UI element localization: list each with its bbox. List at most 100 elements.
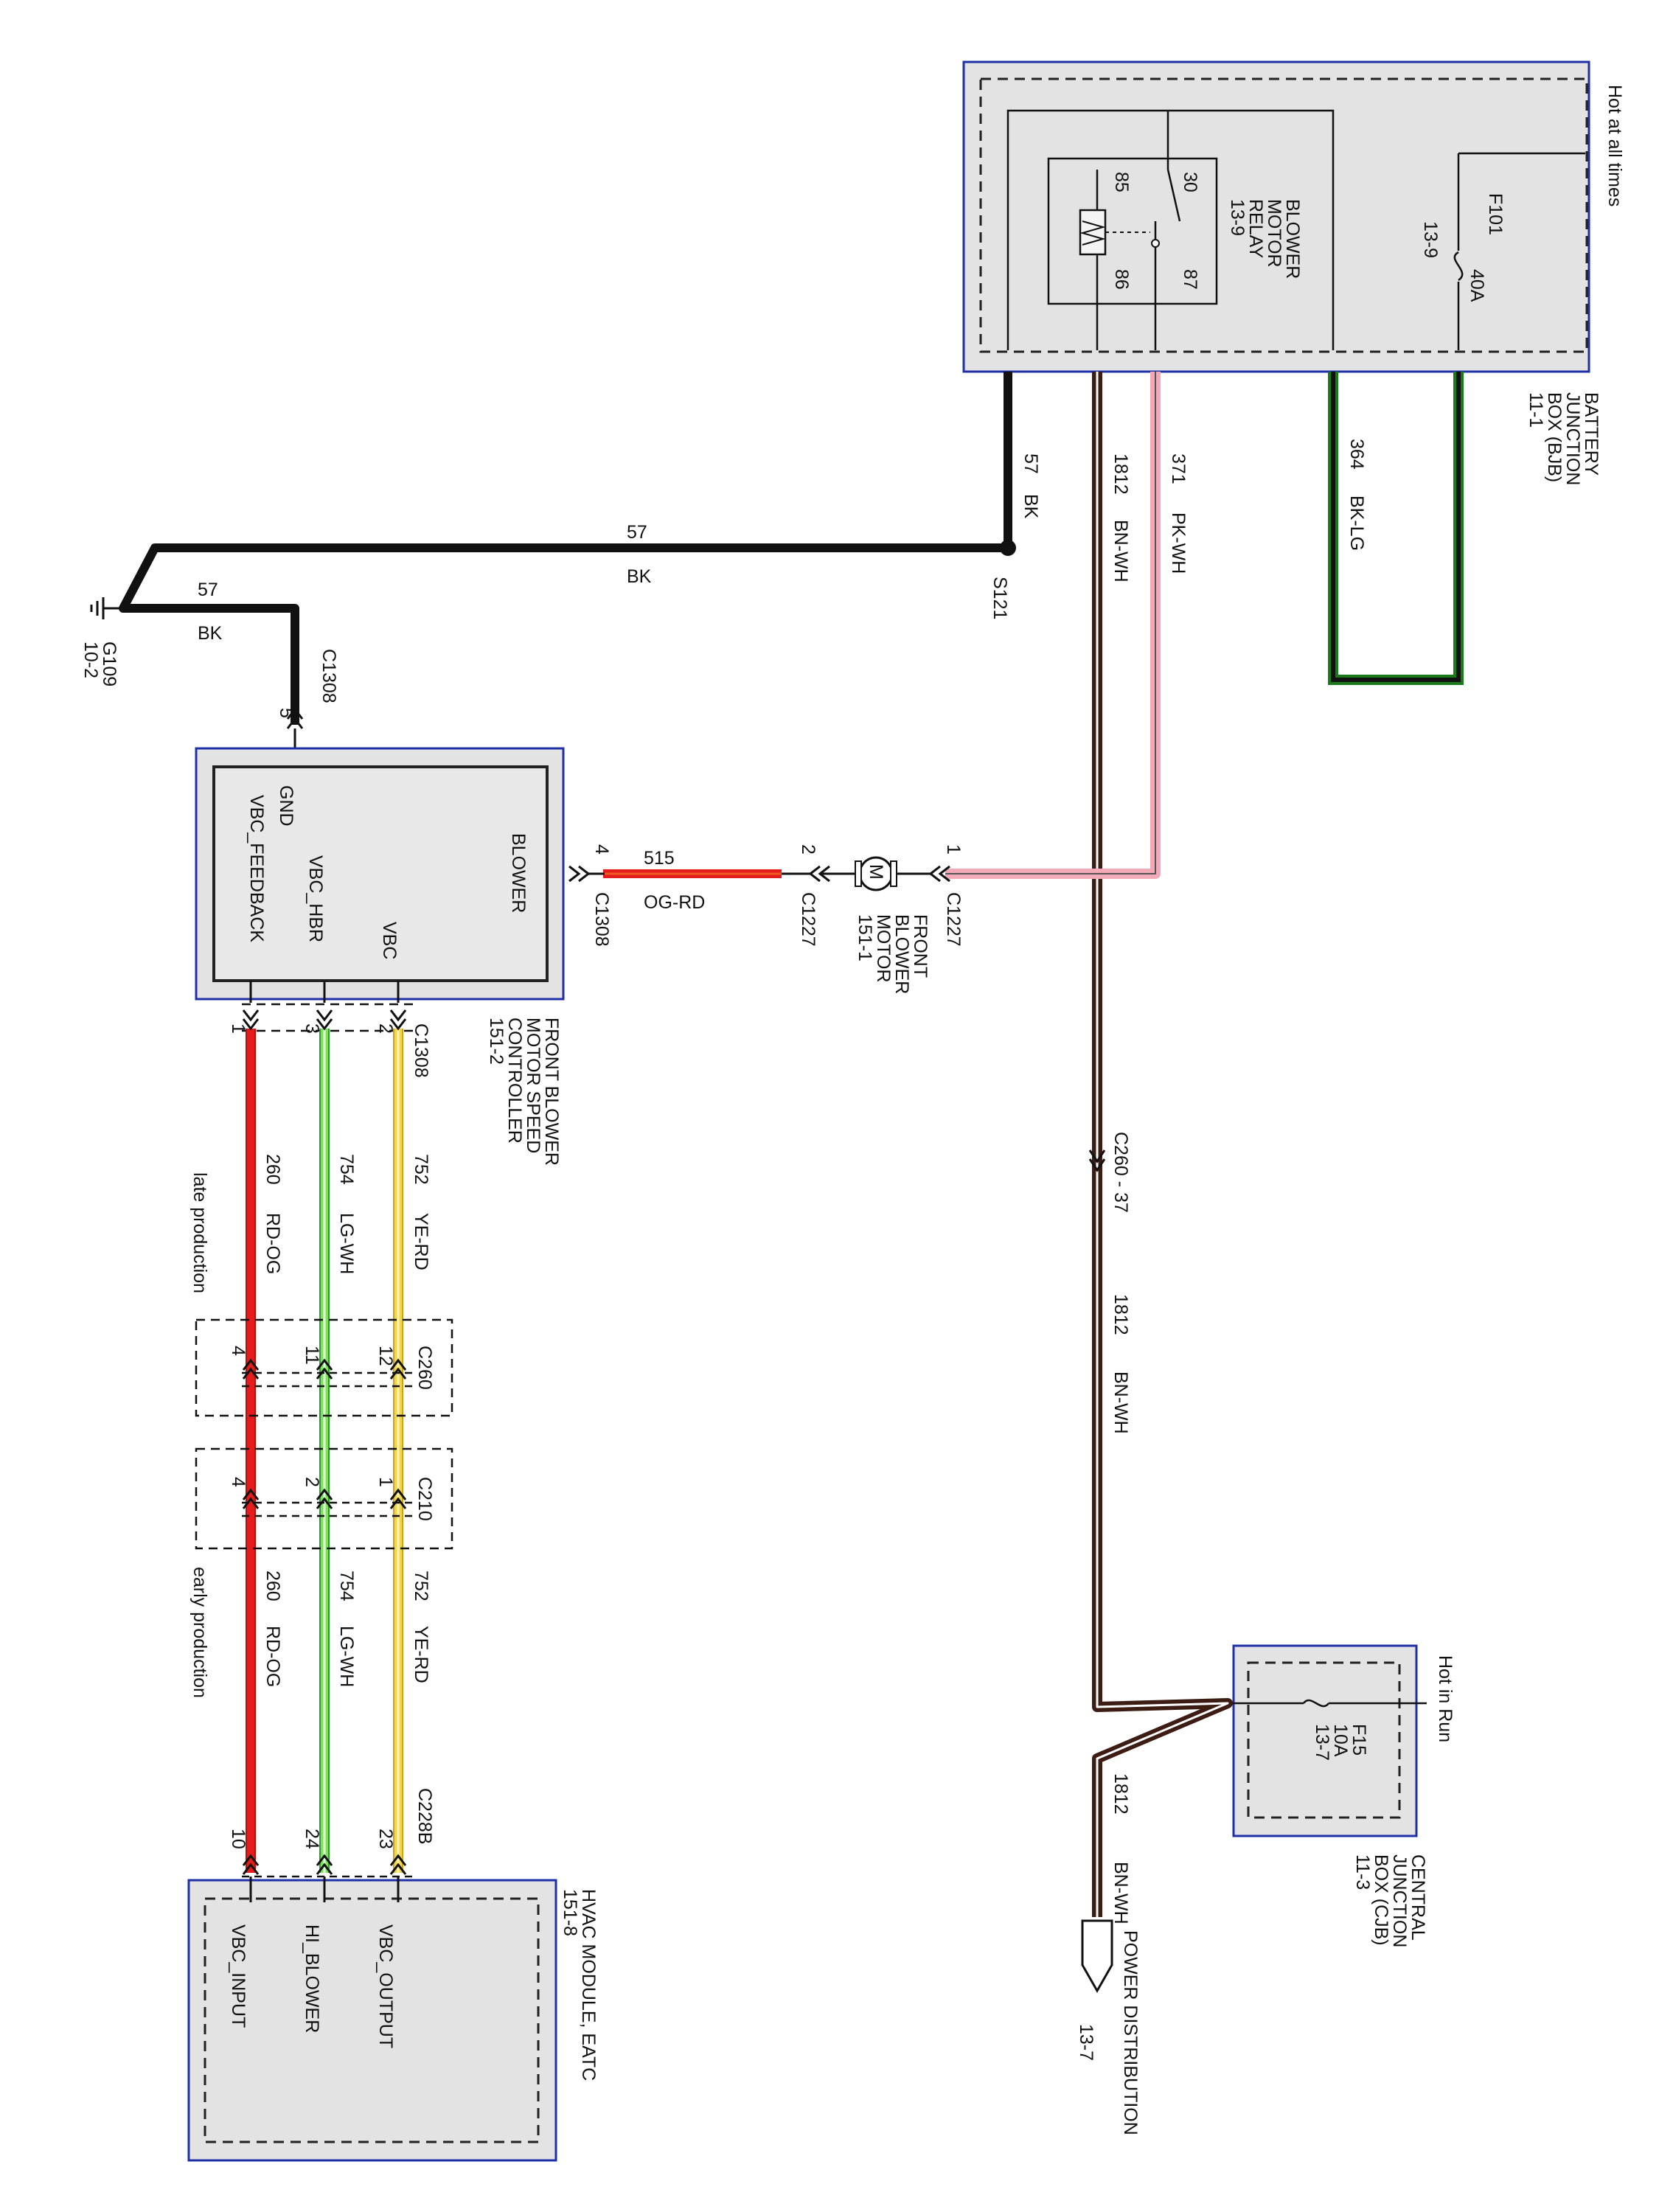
- wire-371: 371 PK-WH: [945, 372, 1189, 879]
- motor-title-3: MOTOR: [873, 914, 894, 983]
- wire-371-num: 371: [1168, 453, 1189, 484]
- connector-c260-pin11-icon: [316, 1358, 333, 1371]
- note-early-production: early production: [189, 1567, 210, 1698]
- wire-754-num-a: 754: [336, 1154, 357, 1185]
- c1227-pin-2: 2: [798, 844, 818, 855]
- wire-1812-num-b: 1812: [1110, 1294, 1131, 1335]
- wire-1812-color-a: BN-WH: [1110, 520, 1131, 582]
- wire-754-num-b: 754: [336, 1571, 357, 1601]
- connector-c260-pin12-icon: [389, 1358, 407, 1371]
- wire-57: 57 BK 57 BK 57 BK: [119, 372, 1041, 725]
- splice-s121-icon: [1000, 540, 1016, 556]
- fuse-f15-ref: 13-7: [1312, 1724, 1332, 1761]
- front-blower-motor: M FRONT BLOWER MOTOR 151-1: [855, 856, 931, 994]
- hvac-title-2: 151-8: [560, 1889, 580, 1936]
- controller-title-4: 151-2: [486, 1018, 507, 1065]
- ground-g109-ref: 10-2: [80, 641, 101, 678]
- fuse-f101-rating: 40A: [1467, 269, 1487, 302]
- c1308-label-a: C1308: [591, 892, 612, 947]
- ground-g109: G109 10-2: [80, 597, 123, 686]
- connector-c210-pin1-icon: [389, 1488, 407, 1500]
- wire-57-color-b: BK: [627, 566, 652, 587]
- bjb-title-1: BATTERY: [1581, 392, 1601, 476]
- connector-c260-pin4-icon: [242, 1358, 260, 1371]
- connector-c228b-pin23-icon: [389, 1854, 407, 1866]
- connector-c210: 4 2 1 C210: [195, 1447, 453, 1550]
- wire-754-color-a: LG-WH: [336, 1213, 357, 1274]
- wire-1812: 1812 BN-WH 1812 BN-WH 1812 BN-WH: [1092, 372, 1233, 1924]
- connector-c260-37-label: C260 - 37: [1110, 1132, 1131, 1213]
- fuse-f15-id: F15: [1349, 1724, 1369, 1756]
- c1308-pin-5: 5: [276, 708, 296, 718]
- bjb-title-2: JUNCTION: [1562, 392, 1583, 485]
- c210-pin-2: 2: [302, 1477, 322, 1487]
- c1227-pin-1: 1: [943, 844, 964, 855]
- cjb-title-3: BOX (CJB): [1371, 1854, 1391, 1946]
- wire-515-num: 515: [644, 848, 675, 869]
- connector-c228b-pin10-icon: [242, 1854, 260, 1866]
- wire-371-color: PK-WH: [1168, 512, 1189, 574]
- c1308-label-c: C1308: [411, 1023, 431, 1078]
- c1308-pin-3: 3: [302, 1023, 322, 1034]
- relay-pin-30: 30: [1180, 172, 1200, 192]
- wire-57-num-c: 57: [198, 580, 218, 600]
- controller-title-1: FRONT BLOWER: [541, 1018, 562, 1166]
- controller-pin-vbc: VBC: [379, 922, 400, 959]
- cjb-title-2: JUNCTION: [1389, 1854, 1410, 1947]
- c1308-pin-2: 2: [375, 1023, 396, 1034]
- c260-label: C260: [414, 1346, 435, 1390]
- fuse-f15-icon: [1302, 1699, 1330, 1708]
- wire-752-color-b: YE-RD: [411, 1626, 431, 1683]
- wire-752-num-b: 752: [411, 1571, 431, 1601]
- ground-g109-id: G109: [99, 641, 119, 686]
- c210-pin-1: 1: [375, 1477, 396, 1487]
- relay-title-3: RELAY: [1245, 199, 1266, 258]
- connector-c228b-pin24-icon: [316, 1854, 333, 1866]
- fuse-f101-ref: 13-9: [1420, 221, 1441, 258]
- battery-junction-box: Hot at all times BLOWER MOTOR RELAY 13-9…: [962, 60, 1625, 485]
- central-junction-box: Hot in Run F15 10A 13-7 CENTRAL JUNCTION…: [1228, 1644, 1455, 1947]
- wire-260-num-b: 260: [262, 1571, 283, 1601]
- c1227-label-a: C1227: [943, 892, 964, 947]
- bjb-title-4: 11-1: [1526, 392, 1546, 428]
- cjb-title-4: 11-3: [1352, 1854, 1373, 1890]
- c210-label: C210: [414, 1477, 435, 1521]
- c1308-label-b: C1308: [319, 649, 339, 703]
- hvac-module: VBC_OUTPUT HI_BLOWER VBC_INPUT HVAC MODU…: [187, 1877, 599, 2162]
- wire-1812-color-b: BN-WH: [1110, 1371, 1131, 1434]
- wire-515: 515 OG-RD: [603, 848, 810, 913]
- bjb-hot-label: Hot at all times: [1604, 85, 1625, 206]
- c228b-pin-10: 10: [228, 1829, 248, 1849]
- relay-title-2: MOTOR: [1264, 199, 1284, 268]
- wire-260-color-a: RD-OG: [262, 1213, 283, 1274]
- controller-pin-vbc-hbr: VBC_HBR: [305, 855, 326, 942]
- wire-57-color-c: BK: [198, 623, 223, 644]
- motor-symbol: M: [866, 864, 886, 880]
- motor-title-1: FRONT: [910, 914, 931, 978]
- wire-752-color-a: YE-RD: [411, 1213, 431, 1270]
- wire-57-num-b: 57: [627, 522, 647, 543]
- c1308-pin-1: 1: [228, 1023, 248, 1034]
- wire-57-num-a: 57: [1020, 453, 1041, 474]
- connector-c260-37-icon: [1088, 1150, 1106, 1164]
- c260-pin-4: 4: [228, 1346, 248, 1356]
- connector-c210-pin4-icon: [242, 1488, 260, 1500]
- power-distribution: POWER DISTRIBUTION 13-7: [1076, 1919, 1141, 2135]
- c260-pin-12: 12: [375, 1346, 396, 1366]
- connector-c1308-lower: 1 3 2 C1308: [228, 1009, 431, 1078]
- splice-s121-label: S121: [990, 577, 1010, 619]
- connector-c1308-pin3-icon: [316, 1009, 333, 1022]
- relay-title-4: 13-9: [1227, 199, 1248, 236]
- wire-1812-color-c: BN-WH: [1110, 1862, 1131, 1924]
- wire-1812-num-a: 1812: [1110, 453, 1131, 495]
- c1227-label-b: C1227: [798, 892, 818, 947]
- c228b-pin-24: 24: [302, 1829, 322, 1849]
- power-distribution-icon: [1081, 1919, 1113, 1994]
- hvac-pin-vbc-output: VBC_OUTPUT: [375, 1924, 396, 2048]
- controller-pin-vbc-feedback: VBC_FEEDBACK: [246, 795, 267, 942]
- wire-364: 364 BK-LG: [1328, 372, 1464, 685]
- note-late-production: late production: [189, 1172, 210, 1293]
- c228b-label: C228B: [414, 1788, 435, 1844]
- bjb-title-3: BOX (BJB): [1544, 392, 1565, 482]
